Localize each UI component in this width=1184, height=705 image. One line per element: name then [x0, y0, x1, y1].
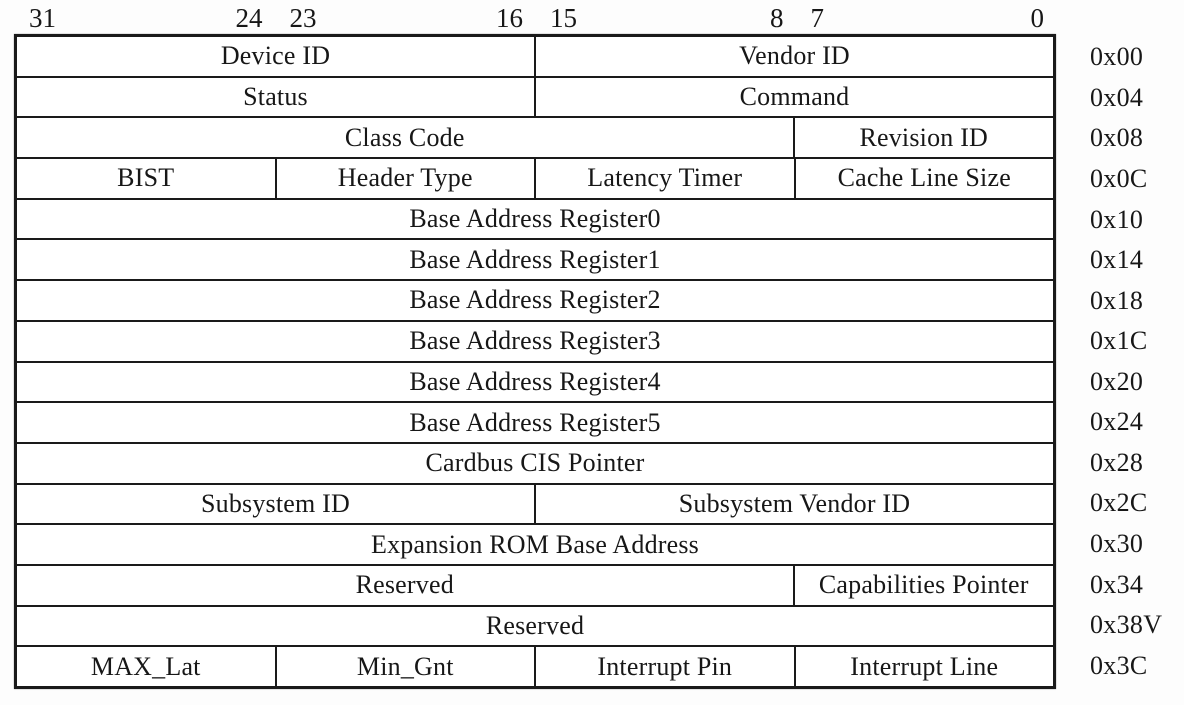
offset-label: 0x10: [1090, 204, 1144, 234]
register-cell: Status: [243, 82, 308, 112]
register-cell: Subsystem ID: [200, 488, 351, 518]
offset-label: 0x1C: [1090, 326, 1148, 356]
register-cell: Expansion ROM Base Address: [370, 529, 700, 559]
table-row: Class Code Revision ID: [17, 118, 1054, 160]
offset-label: 0x38V: [1090, 610, 1163, 640]
offset-label: 0x24: [1090, 407, 1144, 437]
table-row: Reserved Capabilities Pointer: [17, 565, 1054, 607]
register-cell: Command: [534, 77, 1053, 117]
table-row: Base Address Register0: [17, 200, 1053, 241]
table-row: Reserved: [17, 607, 1053, 648]
bit-group: 23 16: [275, 5, 536, 34]
offset-label: 0x08: [1090, 123, 1144, 153]
table-row: Base Address Register3: [17, 322, 1053, 363]
offset-label: 0x30: [1090, 529, 1144, 559]
table-row: Status Command: [17, 77, 1053, 119]
register-cell: Vendor ID: [534, 37, 1053, 76]
register-cell: BIST: [117, 163, 175, 193]
offset-label: 0x2C: [1090, 488, 1148, 518]
register-cell: Base Address Register2: [409, 285, 661, 315]
register-cell: Device ID: [220, 41, 331, 71]
offset-label: 0x18: [1090, 285, 1144, 315]
register-cell: Reserved: [355, 570, 454, 600]
bit-group: 15 8: [535, 5, 796, 34]
bit-label-high: 23: [289, 3, 317, 33]
offset-label: 0x34: [1090, 569, 1144, 599]
register-cell: Revision ID: [792, 118, 1054, 158]
offset-label: 0x3C: [1090, 650, 1148, 680]
bit-label-high: 7: [810, 3, 825, 33]
offset-column: 0x00 0x04 0x08 0x0C 0x10 0x14 0x18 0x1C 0x20 0x24…: [1056, 34, 1162, 689]
table-row: Cardbus CIS Pointer: [17, 444, 1053, 485]
bit-label-low: 16: [496, 3, 523, 33]
register-cell: Header Type: [274, 159, 535, 198]
register-cell: Subsystem Vendor ID: [534, 484, 1053, 524]
offset-label: 0x00: [1090, 42, 1144, 72]
table-row: Base Address Register1: [17, 240, 1053, 282]
register-cell: Cardbus CIS Pointer: [425, 448, 645, 478]
register-cell: Capabilities Pointer: [792, 565, 1054, 605]
register-cell: Min_Gnt: [274, 647, 535, 686]
register-cell: Latency Timer: [534, 159, 794, 198]
table-row: Base Address Register2: [17, 281, 1053, 322]
register-cell: Base Address Register1: [409, 244, 661, 274]
register-cell: Base Address Register3: [409, 326, 661, 356]
table-row: Device ID Vendor ID: [17, 37, 1053, 78]
table-row: Base Address Register4: [17, 363, 1053, 404]
register-cell: Base Address Register0: [409, 204, 661, 234]
register-cell: Interrupt Line: [793, 647, 1054, 686]
register-cell: Base Address Register4: [409, 366, 661, 396]
offset-label: 0x14: [1090, 245, 1144, 275]
register-cell: Cache Line Size: [793, 159, 1054, 198]
register-cell: Base Address Register5: [409, 407, 661, 437]
register-cell: Reserved: [485, 610, 585, 640]
table-row: Subsystem ID Subsystem Vendor ID: [17, 484, 1053, 526]
bit-group: 31 24: [14, 5, 275, 34]
offset-label: 0x0C: [1090, 163, 1148, 193]
bit-label-low: 0: [1030, 3, 1045, 33]
register-cell: Interrupt Pin: [534, 647, 794, 686]
table-row: Base Address Register5: [17, 403, 1053, 444]
table-row: Expansion ROM Base Address: [17, 525, 1053, 566]
register-cell: MAX_Lat: [90, 651, 201, 681]
offset-label: 0x20: [1090, 366, 1144, 396]
bit-label-low: 24: [235, 3, 263, 33]
bit-label-high: 31: [29, 3, 56, 33]
offset-label: 0x28: [1090, 447, 1144, 477]
offset-label: 0x04: [1090, 82, 1144, 112]
bit-label-high: 15: [550, 3, 577, 33]
bit-label-low: 8: [770, 3, 784, 33]
register-cell: Class Code: [344, 122, 465, 152]
